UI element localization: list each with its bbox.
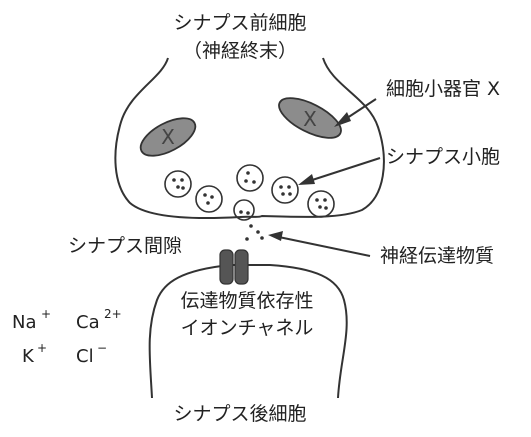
pointer-arrows bbox=[268, 98, 381, 257]
neurotransmitter-dots bbox=[245, 224, 264, 241]
postsynaptic-label: シナプス後細胞 bbox=[173, 403, 306, 425]
ion-ca-charge: 2+ bbox=[104, 307, 122, 321]
organelle-label: 細胞小器官 X bbox=[386, 78, 500, 100]
channel-sublabel: イオンチャネル bbox=[181, 317, 314, 339]
ion-k-charge: + bbox=[37, 341, 47, 355]
channel-label: 伝達物質依存性 bbox=[180, 290, 313, 312]
vesicle bbox=[164, 170, 192, 198]
synaptic-vesicles bbox=[164, 164, 335, 221]
arrow-neurotransmitter bbox=[273, 235, 371, 257]
ion-ca-symbol: Ca bbox=[76, 312, 100, 333]
ion-cl-symbol: Cl bbox=[76, 346, 94, 367]
postsynaptic-membrane bbox=[148, 264, 348, 399]
ion-na: Na + bbox=[12, 307, 51, 333]
organelle-x-left: X bbox=[139, 117, 197, 157]
presynaptic-membrane bbox=[114, 57, 385, 220]
presynaptic-label: シナプス前細胞 bbox=[173, 12, 306, 34]
vesicle-fusing bbox=[233, 199, 255, 221]
vesicle bbox=[195, 185, 223, 213]
arrow-vesicle bbox=[302, 157, 381, 184]
ion-k-symbol: K bbox=[22, 346, 35, 367]
organelle-x-right: X bbox=[278, 97, 342, 139]
ion-cl-charge: − bbox=[97, 341, 107, 355]
ion-ca: Ca 2+ bbox=[76, 307, 122, 333]
neurotransmitter-label: 神経伝達物質 bbox=[380, 245, 494, 267]
vesicle bbox=[307, 190, 335, 218]
vesicle bbox=[271, 176, 299, 204]
vesicle bbox=[236, 164, 264, 192]
ion-cl: Cl − bbox=[76, 341, 107, 367]
ion-na-charge: + bbox=[41, 307, 51, 321]
ion-channel bbox=[219, 249, 249, 285]
presynaptic-sublabel: （神経終末） bbox=[183, 40, 297, 62]
vesicle-label: シナプス小胞 bbox=[386, 146, 500, 168]
synaptic-cleft-label: シナプス間隙 bbox=[68, 235, 182, 257]
organelle-mark-right: X bbox=[303, 107, 317, 131]
organelle-mark-left: X bbox=[161, 125, 175, 149]
ion-k: K + bbox=[22, 341, 47, 367]
ion-na-symbol: Na bbox=[12, 312, 37, 333]
